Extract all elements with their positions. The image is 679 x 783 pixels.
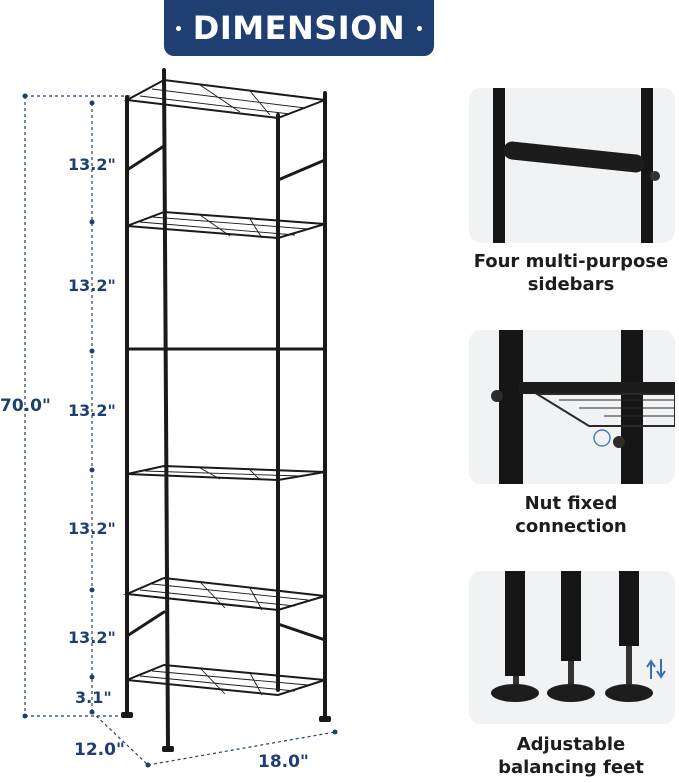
rack-posts	[125, 68, 327, 750]
banner-title: DIMENSION	[192, 9, 406, 47]
shelf-gap-label-4: 13.2"	[68, 519, 116, 538]
feature-caption-adjustable-feet: Adjustable balancing feet	[458, 733, 679, 779]
caption-line: Four multi-purpose	[473, 251, 669, 272]
nut-connection-icon	[491, 330, 675, 484]
caption-line: Nut fixed	[524, 493, 618, 514]
caption-line: connection	[515, 516, 627, 537]
caption-line: balancing feet	[498, 757, 644, 778]
feature-caption-nut-connection: Nut fixed connection	[458, 492, 679, 538]
dimension-lines	[24, 95, 336, 766]
feature-panel-sidebars	[469, 88, 675, 243]
rack-shelves	[123, 78, 326, 697]
rack-feet	[121, 712, 331, 752]
dimension-banner: DIMENSION	[164, 0, 434, 56]
feature-panel-adjustable-feet	[469, 571, 675, 724]
total-height-label: 70.0"	[0, 396, 51, 416]
banner-dot-right	[417, 25, 422, 31]
sidebar-crossbar-icon	[493, 88, 660, 243]
dimension-tick-dots	[22, 93, 338, 768]
shelf-gap-label-2: 13.2"	[68, 276, 116, 295]
caption-line: sidebars	[527, 274, 615, 295]
foot-gap-label: 3.1"	[75, 688, 112, 707]
width-label: 18.0"	[258, 752, 309, 772]
depth-label: 12.0"	[74, 740, 125, 760]
rack-sidebars	[125, 144, 327, 642]
shelf-gap-label-3: 13.2"	[68, 401, 116, 420]
caption-line: Adjustable	[516, 734, 626, 755]
adjustable-feet-icon	[491, 571, 666, 702]
shelf-gap-label-5: 13.2"	[68, 628, 116, 647]
shelf-gap-label-1: 13.2"	[68, 155, 116, 174]
banner-dot-left	[176, 25, 181, 31]
feature-panel-nut-connection	[469, 330, 675, 484]
feature-caption-sidebars: Four multi-purpose sidebars	[458, 250, 679, 296]
